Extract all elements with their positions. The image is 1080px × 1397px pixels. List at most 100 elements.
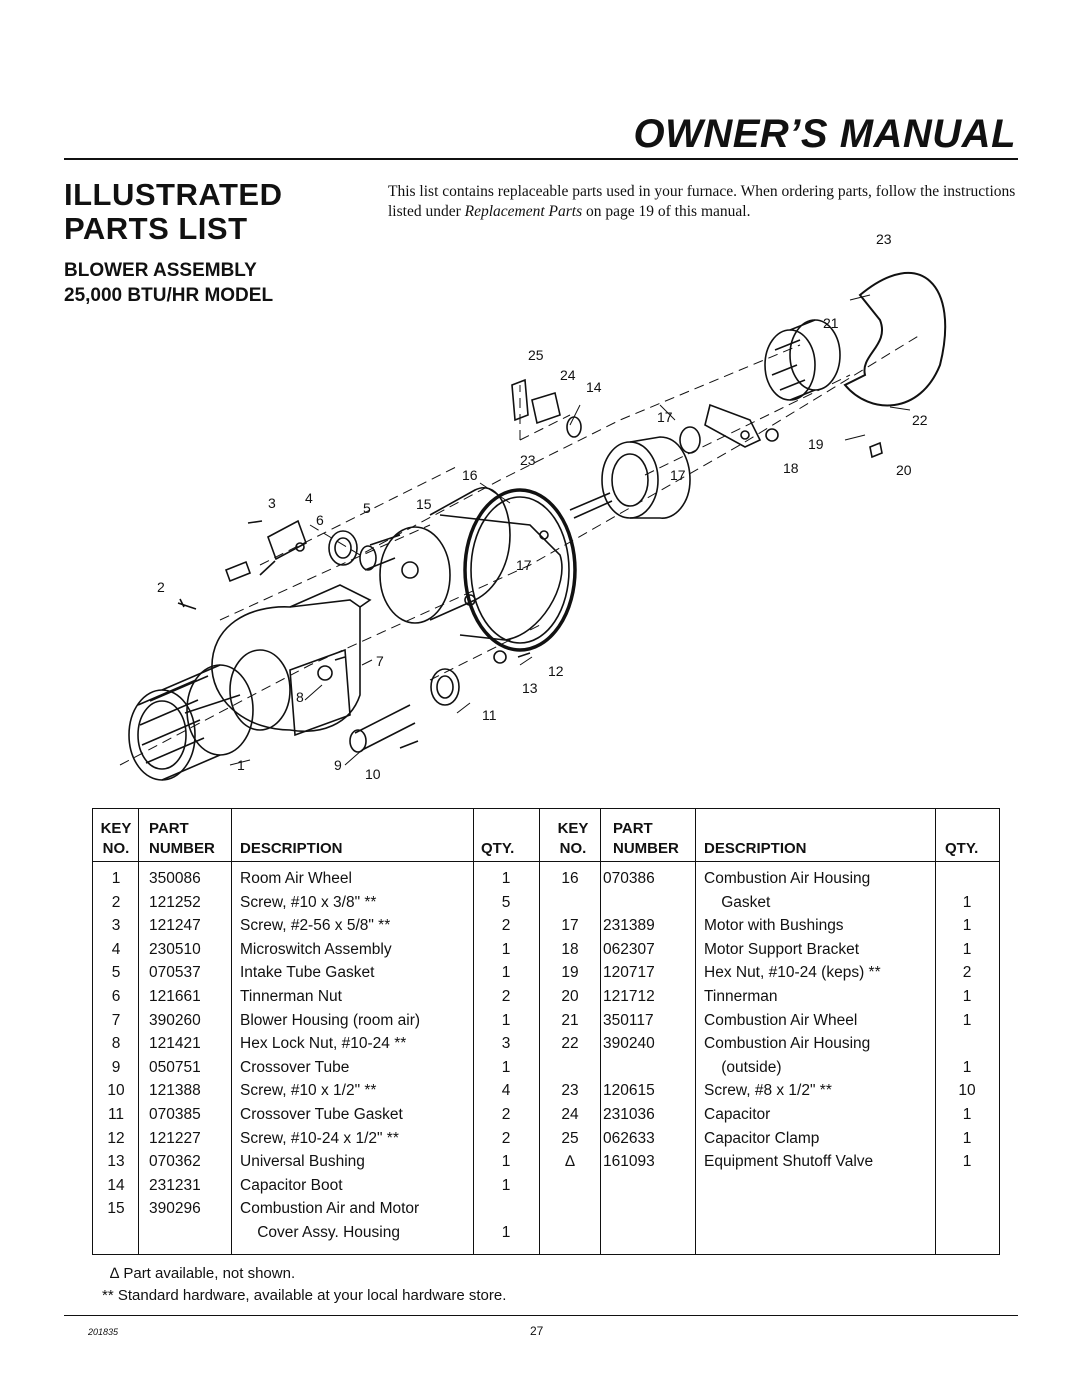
qty-cell: 1: [501, 964, 511, 982]
intro-emphasis: Replacement Parts: [464, 203, 583, 220]
part-number-cell: 350117: [603, 1011, 654, 1029]
column-divider: [600, 809, 601, 1254]
intake-tube-gasket-part: [328, 530, 358, 566]
manual-title: OWNER’S MANUAL: [633, 112, 1016, 156]
part-number-cell: 121252: [149, 893, 201, 911]
qty-cell: 3: [501, 1035, 511, 1053]
part-number-cell: 390296: [149, 1200, 201, 1218]
hardware-note: ** Standard hardware, available at your …: [102, 1287, 507, 1304]
description-cell: Capacitor Boot: [240, 1176, 343, 1194]
key-no-cell: 15: [107, 1200, 125, 1218]
section-title: ILLUSTRATED PARTS LIST: [64, 178, 282, 246]
callout-23-b: 23: [520, 452, 536, 468]
callout-22: 22: [912, 412, 928, 428]
description-cell: Tinnerman: [704, 988, 778, 1005]
motor-bracket-part: [704, 403, 762, 448]
motor-part: [539, 436, 691, 540]
bottom-rule: [64, 1315, 1018, 1316]
qty-cell: 5: [501, 893, 511, 911]
key-no-cell: 19: [561, 964, 579, 982]
qty-cell: 2: [501, 988, 511, 1005]
qty-cell: 1: [962, 1058, 972, 1076]
qty-cell: 1: [501, 1153, 511, 1171]
qty-cell: 10: [958, 1082, 976, 1100]
description-cell: Screw, #10 x 1/2" **: [240, 1082, 377, 1100]
description-cell: Cover Assy. Housing: [240, 1224, 400, 1241]
delta-note: ∆ Part available, not shown.: [110, 1265, 296, 1282]
key-no-cell: 5: [111, 964, 121, 982]
description-cell: Combustion Air Wheel: [704, 1011, 858, 1029]
column-divider: [935, 809, 936, 1254]
qty-cell: 2: [501, 1129, 511, 1147]
screw-part: [177, 598, 197, 610]
key-no-cell: 8: [111, 1035, 121, 1053]
key-no-cell: 6: [111, 988, 121, 1005]
header-key-line2: NO.: [559, 840, 587, 857]
callout-1: 1: [237, 757, 245, 773]
header-part-number: PART NUMBER: [149, 819, 215, 859]
intro-text-end: on page 19 of this manual.: [582, 203, 751, 220]
header-key-no-right: KEY NO.: [555, 819, 591, 859]
qty-cell: 1: [962, 1153, 972, 1171]
part-number-cell: 050751: [149, 1058, 201, 1076]
callout-13: 13: [522, 680, 538, 696]
key-no-cell: ∆: [565, 1153, 575, 1171]
key-no-cell: 20: [561, 988, 579, 1005]
callout-23-a: 23: [876, 231, 892, 247]
qty-cell: 1: [962, 940, 972, 958]
key-no-cell: 10: [107, 1082, 125, 1100]
table-notes: ∆ Part available, not shown. ** Standard…: [102, 1263, 506, 1307]
parts-table: KEY NO. PART NUMBER DESCRIPTION QTY. KEY…: [92, 808, 1000, 1255]
key-no-cell: 2: [111, 893, 121, 911]
column-divider: [138, 809, 139, 1254]
key-no-cell: 16: [561, 870, 579, 887]
callout-7: 7: [376, 653, 384, 669]
header-description-right: DESCRIPTION: [704, 840, 807, 857]
part-number-cell: 121247: [149, 917, 201, 935]
callout-11: 11: [482, 707, 497, 723]
header-qty: QTY.: [481, 840, 515, 857]
screw-12-part: [517, 652, 531, 658]
header-description: DESCRIPTION: [240, 840, 343, 857]
description-cell: Intake Tube Gasket: [240, 964, 375, 982]
description-cell: Hex Lock Nut, #10-24 **: [240, 1035, 407, 1053]
blower-housing-part: [211, 584, 372, 737]
section-subtitle: BLOWER ASSEMBLY 25,000 BTU/HR MODEL: [64, 258, 273, 308]
description-cell: Screw, #8 x 1/2" **: [704, 1082, 832, 1100]
description-cell: Capacitor: [704, 1106, 771, 1123]
description-cell: Motor with Bushings: [704, 917, 844, 935]
callout-8: 8: [296, 689, 304, 705]
qty-cell: 1: [962, 1129, 972, 1147]
qty-cell: 2: [501, 917, 511, 935]
description-cell: Microswitch Assembly: [240, 940, 392, 958]
doc-number: 201835: [88, 1327, 119, 1337]
outer-housing-part: [843, 272, 947, 407]
part-number-cell: 062307: [603, 940, 655, 958]
qty-cell: 1: [962, 917, 972, 935]
hex-nut-part: [765, 428, 779, 442]
key-no-cell: 25: [561, 1129, 579, 1147]
header-part-line1: PART: [613, 820, 653, 837]
key-no-cell: 4: [111, 940, 121, 958]
subtitle-line2: 25,000 BTU/HR MODEL: [64, 285, 274, 306]
qty-cell: 1: [501, 870, 511, 887]
description-cell: Crossover Tube: [240, 1058, 350, 1076]
header-part-number-right: PART NUMBER: [613, 819, 679, 859]
room-air-wheel-part: [128, 664, 254, 781]
microswitch-part: [224, 519, 307, 583]
part-number-cell: 231389: [603, 917, 655, 935]
description-cell: Screw, #2-56 x 5/8" **: [240, 917, 391, 935]
callout-2: 2: [157, 579, 165, 595]
column-divider: [231, 809, 232, 1254]
